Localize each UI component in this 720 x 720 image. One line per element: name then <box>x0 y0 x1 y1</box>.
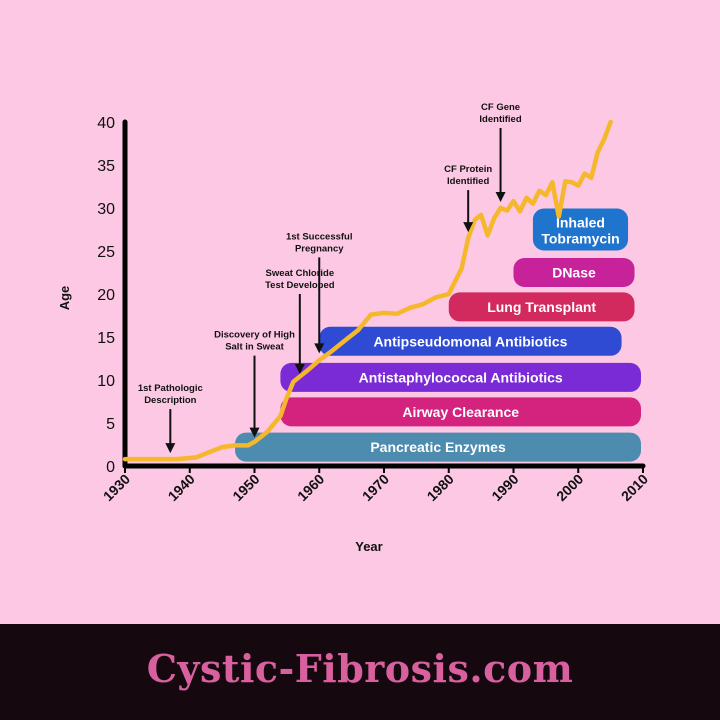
therapy-bar-antipseudomonal-antibiotics: Antipseudomonal Antibiotics <box>319 326 622 356</box>
therapy-bar-antistaphylococcal-antibiotics: Antistaphylococcal Antibiotics <box>280 362 641 392</box>
therapy-bar-label: Lung Transplant <box>487 299 596 315</box>
survival-line <box>122 119 613 462</box>
x-tick-label: 2010 <box>618 471 651 504</box>
milestone-arrow-head <box>314 343 325 354</box>
milestone-label-line: Description <box>144 395 196 406</box>
y-tick-label: 5 <box>106 416 115 433</box>
therapy-bar-label: Pancreatic Enzymes <box>370 439 506 455</box>
therapy-bar-airway-clearance: Airway Clearance <box>280 397 641 427</box>
therapy-bar-fill <box>319 326 622 356</box>
therapy-bar-fill <box>280 362 641 392</box>
therapy-bar-fill <box>448 292 635 322</box>
milestone-label-line: Sweat Chloride <box>266 268 335 279</box>
milestone-arrow-head <box>495 192 506 202</box>
therapy-bar-pancreatic-enzymes: Pancreatic Enzymes <box>235 432 641 462</box>
x-tick-label: 1970 <box>359 471 392 504</box>
milestone-arrow-head <box>165 443 176 454</box>
y-tick-label: 25 <box>97 244 115 261</box>
x-tick-label: 1960 <box>294 471 327 504</box>
therapy-bar-fill <box>513 258 635 287</box>
x-tick-label: 1990 <box>488 471 521 504</box>
therapy-bar-dnase: DNase <box>513 258 635 287</box>
x-tick-label: 1930 <box>100 471 133 504</box>
therapy-bar-label: Airway Clearance <box>402 404 519 420</box>
footer-band <box>0 624 720 720</box>
therapy-bar-fill <box>280 397 641 427</box>
y-tick-label: 0 <box>106 459 115 476</box>
milestone-label-line: Salt in Sweat <box>225 342 284 353</box>
milestone-label-line: CF Gene <box>481 102 520 113</box>
therapy-bar-label: Antistaphylococcal Antibiotics <box>359 369 563 385</box>
brand-wordmark[interactable]: Cystic-Fibrosis.com <box>146 646 574 691</box>
therapy-bar-lung-transplant: Lung Transplant <box>448 292 635 322</box>
x-tick-label: 1940 <box>165 471 198 504</box>
milestone-label-line: 1st Pathologic <box>138 383 203 394</box>
x-tick-label: 2000 <box>553 471 586 504</box>
x-tick-label: 1980 <box>424 471 457 504</box>
milestone-arrow-head <box>463 222 474 233</box>
x-tick-label: 1950 <box>229 471 262 504</box>
milestone-label-line: Pregnancy <box>295 243 344 254</box>
milestone-label-line: CF Protein <box>444 164 492 175</box>
therapy-bar-fill <box>235 432 641 462</box>
therapy-bar-label: Antipseudomonal Antibiotics <box>373 333 567 349</box>
y-tick-label: 20 <box>97 287 115 304</box>
y-tick-label: 40 <box>97 115 115 132</box>
milestone-label-line: Test Developed <box>265 280 335 291</box>
y-axis-label: Age <box>57 286 72 311</box>
therapy-bar-label: DNase <box>552 265 596 281</box>
life-expectancy-chart: Pancreatic Enzymes Airway Clearance Antist… <box>57 102 651 554</box>
y-tick-label: 30 <box>97 201 115 218</box>
milestone-label-line: Discovery of High <box>214 330 295 341</box>
milestone-arrow-head <box>294 364 305 374</box>
y-tick-label: 35 <box>97 158 115 175</box>
milestone-arrow-head <box>249 427 260 438</box>
y-tick-label: 10 <box>97 373 115 390</box>
y-tick-label: 15 <box>97 330 115 347</box>
therapy-bar-fill <box>532 208 629 251</box>
survival-age-line <box>122 119 613 462</box>
x-axis-label: Year <box>355 539 382 554</box>
milestone-label-line: 1st Successful <box>286 231 353 242</box>
milestone-label-line: Identified <box>447 176 489 187</box>
milestone-label-line: Identified <box>479 114 521 125</box>
therapy-bars: Pancreatic Enzymes Airway Clearance Antist… <box>235 208 641 462</box>
